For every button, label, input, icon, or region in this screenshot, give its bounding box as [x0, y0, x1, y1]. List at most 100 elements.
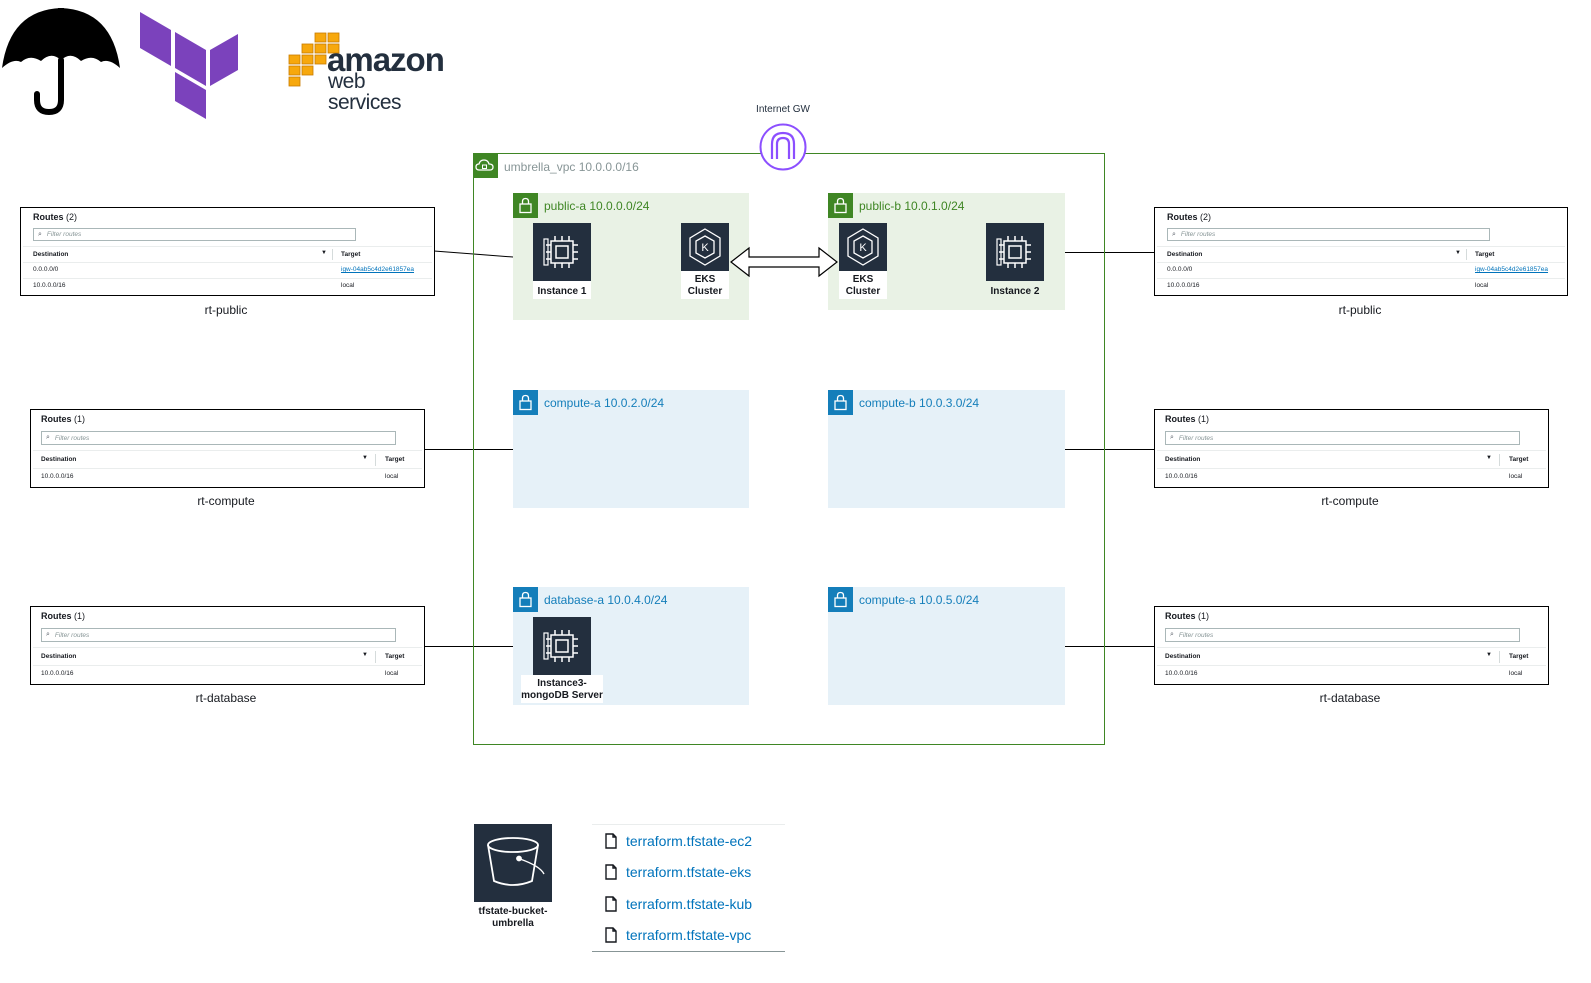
- route-table-public-right: Routes (2) ⌕Filter routes Destination ▼ …: [1154, 207, 1568, 296]
- subnet-database-a-label: database-a 10.0.4.0/24: [544, 593, 668, 607]
- subnet-compute-a-2: compute-a 10.0.5.0/24: [828, 587, 1065, 705]
- subnet-compute-b-label: compute-b 10.0.3.0/24: [859, 396, 980, 410]
- svg-text:K: K: [859, 242, 867, 254]
- file-icon: [605, 864, 617, 880]
- vpc-cloud-icon: [473, 154, 498, 178]
- filter-routes-input[interactable]: ⌕Filter routes: [41, 431, 396, 445]
- state-file-item[interactable]: terraform.tfstate-kub: [592, 888, 785, 919]
- terraform-icon: [140, 12, 238, 119]
- state-files-list: terraform.tfstate-ec2 terraform.tfstate-…: [592, 824, 785, 968]
- state-file-name[interactable]: terraform.tfstate-ec2: [626, 832, 753, 849]
- umbrella-icon: [2, 8, 120, 116]
- subnet-public-b-label: public-b 10.0.1.0/24: [859, 199, 965, 213]
- state-file-name[interactable]: terraform.tfstate-kub: [626, 895, 753, 912]
- instance-2-node[interactable]: Instance 2: [986, 223, 1044, 299]
- eks-icon: K: [681, 223, 729, 271]
- instance-1-label: Instance 1: [537, 286, 587, 297]
- rt-compute-left-caption: rt-compute: [197, 494, 255, 508]
- state-file-item[interactable]: terraform.tfstate-ec2: [592, 825, 785, 856]
- instance-2-label: Instance 2: [990, 286, 1040, 297]
- search-icon: ⌕: [46, 631, 50, 638]
- rt-database-right-caption: rt-database: [1319, 691, 1381, 705]
- aws-logo-line1: amazon: [327, 41, 445, 78]
- sort-icon[interactable]: ▼: [362, 652, 368, 658]
- ec2-instance-icon: [986, 223, 1044, 281]
- route-target-link[interactable]: igw-04ab5c4d2e61857ea: [341, 266, 415, 273]
- tfstate-bucket-node[interactable]: tfstate-bucket- umbrella: [474, 824, 552, 930]
- search-icon: ⌕: [1170, 631, 1174, 638]
- internet-gateway-label: Internet GW: [756, 104, 810, 115]
- state-file-item[interactable]: terraform.tfstate-eks: [592, 856, 785, 888]
- subnet-compute-b: compute-b 10.0.3.0/24: [828, 390, 1065, 508]
- bidirectional-arrow: [730, 246, 838, 278]
- route-destination: 10.0.0.0/16: [1165, 670, 1198, 677]
- aws-logo-line2: web services: [328, 70, 402, 114]
- rt-title: Routes (2): [1167, 212, 1212, 222]
- filter-routes-input[interactable]: ⌕Filter routes: [1165, 431, 1520, 445]
- search-icon: ⌕: [46, 434, 50, 441]
- sort-icon[interactable]: ▼: [1455, 250, 1461, 256]
- route-target: local: [385, 473, 399, 480]
- file-icon: [605, 832, 617, 849]
- lock-icon: [828, 587, 853, 612]
- route-destination: 10.0.0.0/16: [1167, 282, 1200, 289]
- instance-3-label-1: Instance3-: [537, 678, 587, 689]
- route-destination: 10.0.0.0/16: [41, 473, 74, 480]
- rt-title: Routes (1): [41, 611, 86, 621]
- vpc-label: umbrella_vpc 10.0.0.0/16: [504, 160, 639, 174]
- sort-icon[interactable]: ▼: [1486, 652, 1492, 658]
- filter-routes-input[interactable]: ⌕Filter routes: [41, 628, 396, 642]
- filter-routes-input[interactable]: ⌕Filter routes: [1167, 228, 1490, 241]
- filter-routes-input[interactable]: ⌕Filter routes: [1165, 628, 1520, 642]
- s3-bucket-icon: [474, 824, 552, 902]
- internet-gateway-icon: [759, 123, 807, 171]
- ec2-instance-icon: [533, 223, 591, 281]
- route-table-compute-right: Routes (1) ⌕Filter routes Destination ▼ …: [1154, 409, 1549, 488]
- bucket-label-2: umbrella: [492, 918, 534, 929]
- file-icon: [605, 895, 617, 912]
- filter-routes-input[interactable]: ⌕Filter routes: [33, 228, 356, 241]
- state-file-name[interactable]: terraform.tfstate-eks: [626, 864, 752, 880]
- rt-database-left-caption: rt-database: [195, 691, 257, 705]
- eks-cluster-a-label-2: Cluster: [687, 286, 723, 297]
- rt-database-left-connector: [424, 646, 513, 647]
- eks-cluster-a-node[interactable]: K EKS Cluster: [681, 223, 729, 299]
- rt-compute-left-connector: [424, 449, 513, 450]
- lock-icon: [513, 587, 538, 612]
- col-destination: Destination: [41, 456, 77, 463]
- eks-cluster-b-label-2: Cluster: [845, 286, 881, 297]
- eks-cluster-b-label-1: EKS: [852, 274, 874, 285]
- route-target-link[interactable]: igw-04ab5c4d2e61857ea: [1475, 266, 1549, 273]
- lock-icon: [828, 193, 853, 218]
- rt-title: Routes (1): [41, 414, 86, 424]
- state-file-name[interactable]: terraform.tfstate-vpc: [626, 927, 752, 943]
- rt-database-right-connector: [1065, 646, 1154, 647]
- col-destination: Destination: [1165, 456, 1201, 463]
- ec2-instance-icon: [533, 617, 591, 675]
- route-target: local: [1475, 282, 1489, 289]
- col-destination: Destination: [33, 251, 69, 258]
- state-file-item[interactable]: terraform.tfstate-vpc: [592, 919, 785, 951]
- col-target: Target: [385, 653, 405, 660]
- route-table-public-left: Routes (2) ⌕Filter routes Destination ▼ …: [20, 207, 435, 296]
- route-destination: 10.0.0.0/16: [41, 670, 74, 677]
- eks-icon: K: [839, 223, 887, 271]
- route-destination: 0.0.0.0/0: [1167, 266, 1193, 273]
- rt-public-right-caption: rt-public: [1338, 303, 1382, 317]
- sort-icon[interactable]: ▼: [321, 250, 327, 256]
- col-target: Target: [341, 251, 361, 258]
- route-target: local: [1509, 670, 1523, 677]
- instance-1-node[interactable]: Instance 1: [533, 223, 591, 299]
- aws-logo: amazon web services: [287, 32, 445, 113]
- subnet-compute-a: compute-a 10.0.2.0/24: [513, 390, 749, 508]
- route-target: local: [385, 670, 399, 677]
- sort-icon[interactable]: ▼: [362, 455, 368, 461]
- file-icon: [605, 927, 617, 943]
- eks-cluster-b-node[interactable]: K EKS Cluster: [839, 223, 887, 299]
- sort-icon[interactable]: ▼: [1486, 455, 1492, 461]
- eks-cluster-a-label-1: EKS: [694, 274, 716, 285]
- col-destination: Destination: [1167, 251, 1203, 258]
- search-icon: ⌕: [1172, 230, 1176, 238]
- instance-3-node[interactable]: Instance3- mongoDB Server: [521, 617, 603, 703]
- col-target: Target: [385, 456, 405, 463]
